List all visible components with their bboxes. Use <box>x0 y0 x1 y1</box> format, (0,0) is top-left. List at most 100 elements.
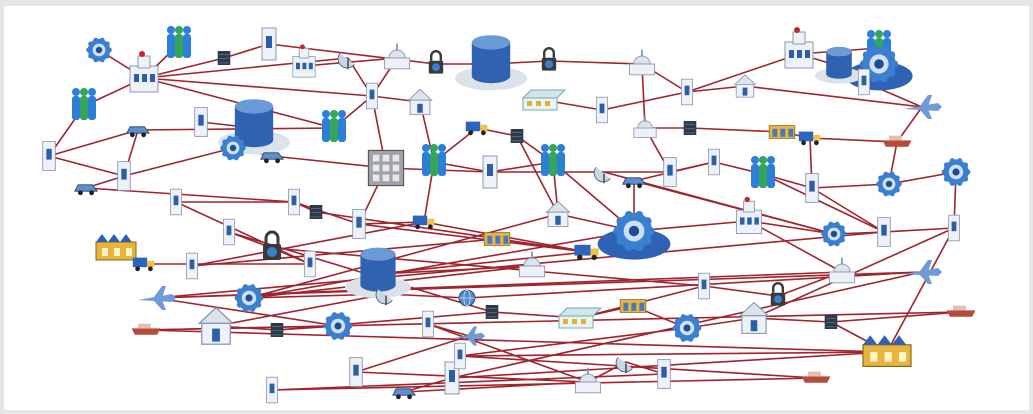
car-icon <box>392 388 417 400</box>
car-icon <box>126 126 151 138</box>
server-icon <box>309 205 323 219</box>
people-group-icon <box>72 88 96 120</box>
network-link <box>271 377 817 391</box>
capitol-building-icon <box>383 43 411 70</box>
network-link <box>886 227 955 353</box>
database-icon <box>455 35 527 91</box>
tower-building-icon <box>697 272 711 300</box>
network-link <box>830 311 962 323</box>
network-link <box>744 85 923 108</box>
network-link <box>703 285 779 297</box>
network-nodes <box>42 26 976 404</box>
tower-building-icon <box>265 376 279 404</box>
gear-icon <box>876 171 902 197</box>
car-icon <box>622 177 647 189</box>
network-link <box>175 201 311 265</box>
tower-building-icon <box>287 188 301 216</box>
network-link <box>633 180 835 235</box>
network-link <box>191 238 498 267</box>
network-link <box>271 373 665 391</box>
gear-icon <box>86 37 112 63</box>
capitol-building-icon <box>628 49 656 76</box>
tower-building-icon <box>185 252 199 280</box>
network-link <box>271 155 387 169</box>
network-link <box>548 60 643 65</box>
gear-icon <box>845 45 913 91</box>
tower-building-icon <box>805 173 819 203</box>
tower-building-icon <box>877 217 891 247</box>
lock-icon <box>428 50 444 74</box>
car-icon <box>74 184 99 196</box>
gear-icon <box>234 284 264 312</box>
network-link <box>883 227 955 233</box>
network-link <box>155 297 339 327</box>
network-link <box>811 183 890 189</box>
office-building-icon <box>784 27 814 69</box>
bank-building-icon <box>407 88 433 116</box>
tower-building-icon <box>169 188 183 216</box>
server-icon <box>270 323 284 337</box>
factory-icon <box>95 234 137 261</box>
server-icon <box>683 121 697 135</box>
network-link <box>355 371 589 383</box>
network-link <box>427 323 589 383</box>
gear-icon <box>323 312 353 340</box>
gear-icon <box>597 211 671 260</box>
tower-building-icon <box>707 148 721 176</box>
network-link <box>48 129 139 157</box>
router-icon <box>521 89 567 111</box>
network-link <box>686 53 800 93</box>
tower-building-icon <box>663 157 677 187</box>
network-link <box>355 335 470 373</box>
tower-building-icon <box>857 68 871 96</box>
tower-building-icon <box>352 209 366 239</box>
network-link <box>48 155 125 177</box>
truck-icon <box>132 257 155 272</box>
office-building-icon <box>292 44 316 78</box>
network-link <box>248 213 559 299</box>
database-icon <box>815 46 863 84</box>
bank-building-icon <box>733 74 757 98</box>
gear-icon <box>941 158 971 186</box>
tower-building-icon <box>453 342 467 370</box>
network-link <box>686 85 746 93</box>
tower-building-icon <box>444 361 460 395</box>
network-link <box>459 355 817 379</box>
tower-building-icon <box>947 214 961 242</box>
network-link <box>811 187 885 233</box>
plane-icon <box>904 260 942 284</box>
truck-icon <box>574 244 599 261</box>
network-links <box>48 43 962 393</box>
server-icon <box>510 129 524 143</box>
capitol-building-icon <box>574 367 602 394</box>
network-link <box>215 293 387 327</box>
tower-building-icon <box>680 78 694 106</box>
bank-building-icon <box>738 301 770 334</box>
people-group-icon <box>167 26 191 58</box>
network-link <box>358 223 588 253</box>
car-icon <box>260 152 285 164</box>
network-link <box>377 265 533 275</box>
truck-icon <box>412 215 435 230</box>
server-icon <box>485 305 499 319</box>
network-link <box>248 230 635 299</box>
warehouse-icon <box>768 125 796 139</box>
ship-icon <box>946 305 976 317</box>
tower-building-icon <box>365 82 379 110</box>
network-link <box>748 220 835 235</box>
people-group-icon <box>422 144 446 176</box>
network-link <box>155 271 923 299</box>
tower-building-icon <box>194 107 208 137</box>
gear-icon <box>821 221 847 247</box>
server-icon <box>217 51 231 65</box>
warehouse-icon <box>619 299 647 313</box>
network-link <box>377 251 588 275</box>
ship-icon <box>801 371 831 383</box>
warehouse-icon <box>483 232 511 246</box>
network-link <box>748 220 843 273</box>
network-link <box>143 57 349 79</box>
ship-icon <box>131 323 161 335</box>
tower-building-icon <box>421 310 435 338</box>
lock-icon <box>263 230 281 260</box>
tower-building-icon <box>303 250 317 278</box>
